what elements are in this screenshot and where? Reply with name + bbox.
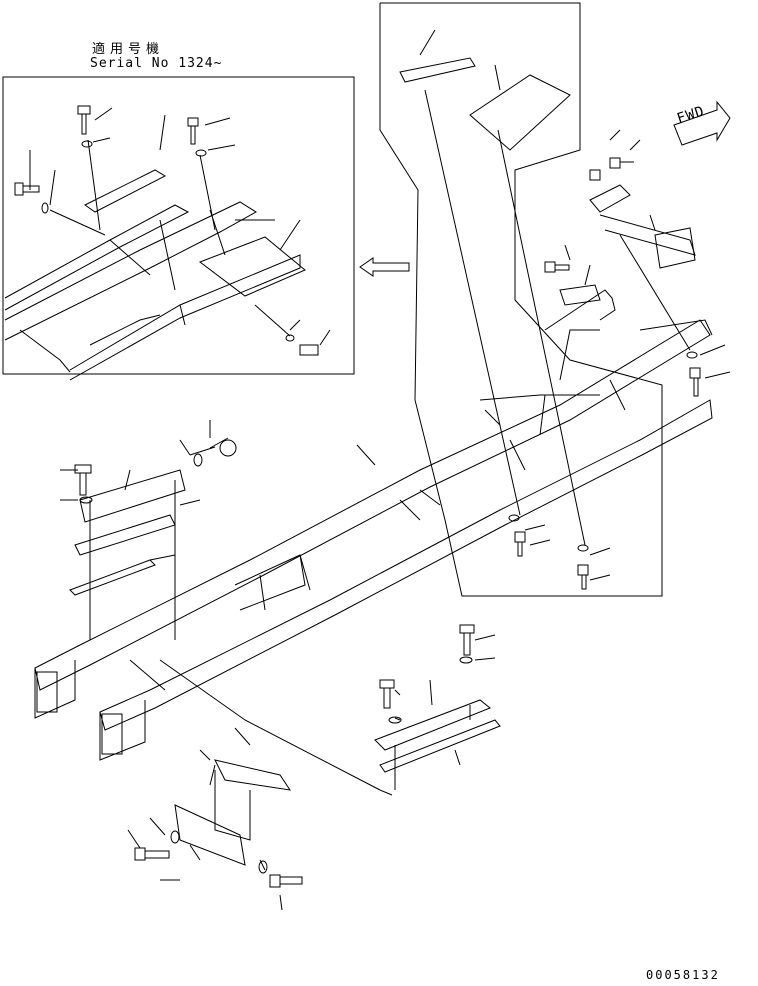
callout-outline [380, 3, 662, 596]
main-frame [35, 290, 712, 760]
applicable-serial-label: 適用号機 [92, 42, 165, 57]
drawing-number: 00058132 [646, 968, 720, 982]
left-rear-parts [60, 420, 236, 640]
inset-detail-box [3, 77, 354, 374]
bottom-left-parts [128, 728, 392, 910]
inset-frame [5, 106, 330, 380]
bottom-right-parts [160, 625, 500, 790]
forward-arrow-icon [672, 100, 732, 150]
serial-number-label: Serial No 1324~ [90, 56, 223, 71]
inset-pointer-arrow [360, 258, 409, 276]
upper-parts [357, 30, 730, 589]
